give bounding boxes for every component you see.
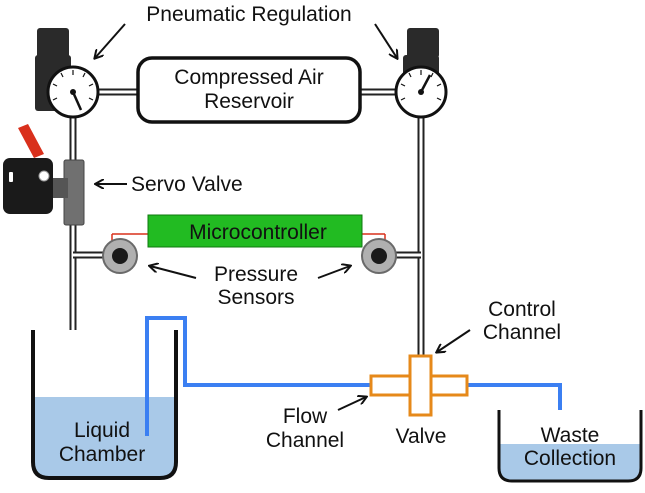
right-gauge-needle <box>419 74 432 93</box>
valve <box>369 354 469 417</box>
control-channel-label-line1: Control <box>488 298 556 321</box>
right-pressure-sensor <box>361 238 397 274</box>
left-pressure-regulator <box>35 28 100 119</box>
waste-label-line1: Waste <box>541 424 600 447</box>
valve-label: Valve <box>396 425 447 448</box>
arrow-to-left-regulator <box>95 23 126 58</box>
right-pressure-regulator <box>394 28 448 119</box>
waste-label-line2: Collection <box>524 447 616 470</box>
right-gauge-ticks <box>400 70 442 101</box>
liquid-chamber-label-line2: Chamber <box>59 443 145 466</box>
arrow-to-control-channel <box>437 329 471 352</box>
servo-valve <box>3 124 85 226</box>
pressure-sensors-label-line2: Sensors <box>217 286 294 309</box>
waste-collection: Waste Collection <box>497 410 643 483</box>
servo-knob <box>18 124 44 158</box>
control-channel-label-line2: Channel <box>483 321 561 344</box>
microcontroller: Microcontroller <box>147 214 363 248</box>
liquid-chamber: Liquid Chamber <box>31 330 178 480</box>
arrow-to-flow-channel <box>337 397 366 411</box>
liquid-chamber-label-line1: Liquid <box>74 419 130 442</box>
arrow-to-right-regulator <box>374 23 397 58</box>
flow-channel-label-line1: Flow <box>283 405 328 428</box>
pressure-sensors-label-line1: Pressure <box>214 263 298 286</box>
flow-line <box>145 316 562 436</box>
arrow-to-left-sensor <box>150 266 197 279</box>
servo-valve-label: Servo Valve <box>131 173 243 196</box>
arrow-to-right-sensor <box>317 266 350 279</box>
compressed-air-reservoir: Compressed Air Reservoir <box>136 56 362 124</box>
left-pressure-sensor <box>102 238 138 274</box>
left-gauge-needle <box>71 91 83 111</box>
microcontroller-label: Microcontroller <box>189 221 327 244</box>
reservoir-label-line1: Compressed Air <box>174 66 323 89</box>
flow-channel-label-line2: Channel <box>266 429 344 452</box>
reservoir-label-line2: Reservoir <box>204 90 294 113</box>
left-gauge-ticks <box>52 70 94 101</box>
pneumatic-regulation-label: Pneumatic Regulation <box>146 3 351 26</box>
